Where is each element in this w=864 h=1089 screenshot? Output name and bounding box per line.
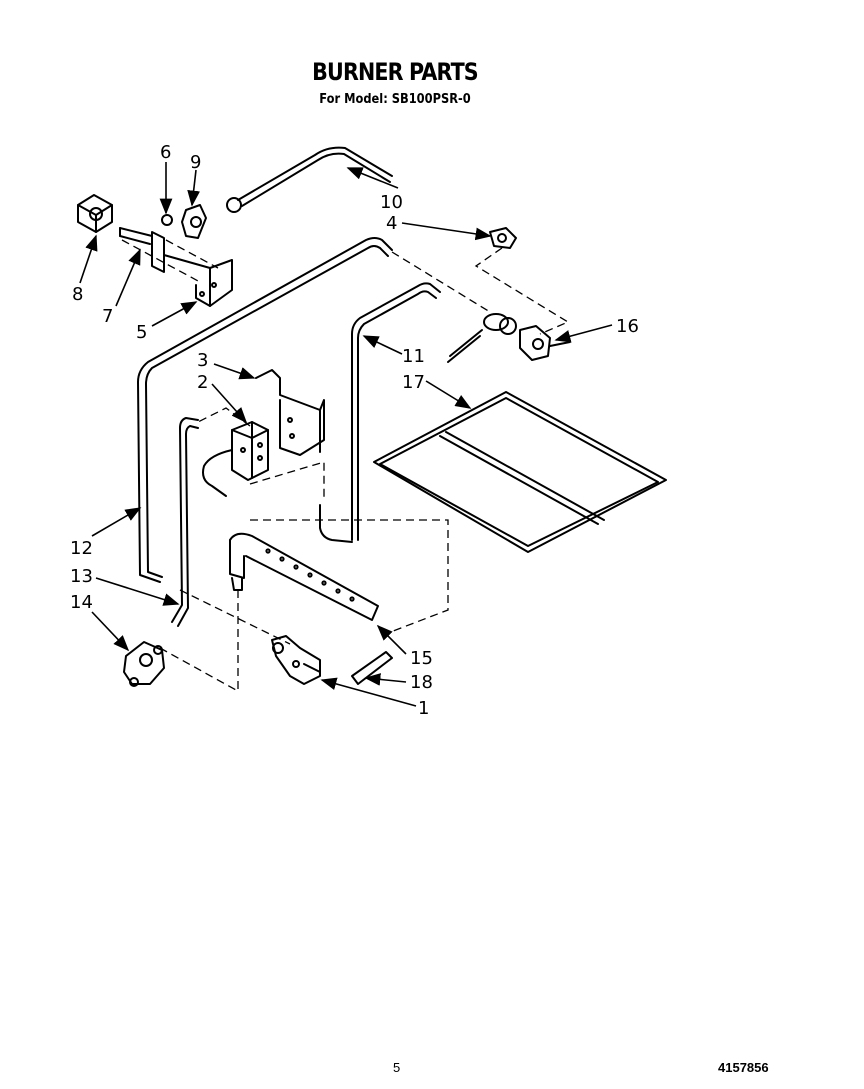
document-number: 4157856 xyxy=(718,1060,769,1075)
part-5-bracket xyxy=(151,231,233,307)
page-number: 5 xyxy=(393,1060,401,1075)
part-6-nut xyxy=(161,214,173,226)
part-9-fitting xyxy=(181,204,207,239)
model-subtitle: For Model: SB100PSR-0 xyxy=(319,92,471,107)
part-12-tube xyxy=(137,237,393,583)
part-10-tube xyxy=(226,146,393,213)
callout-8: 8 xyxy=(72,284,83,305)
assembly-lines xyxy=(121,239,570,691)
callout-10: 10 xyxy=(380,192,403,213)
part-18-plate xyxy=(351,651,393,685)
callout-4: 4 xyxy=(386,213,397,234)
part-8-knob xyxy=(77,194,113,233)
callout-12: 12 xyxy=(70,538,93,559)
callout-7: 7 xyxy=(102,306,113,327)
part-1-orifice xyxy=(271,635,321,685)
callout-11: 11 xyxy=(402,346,425,367)
part-2-igniter xyxy=(202,421,269,497)
part-14-valve xyxy=(123,641,165,687)
callout-9: 9 xyxy=(190,152,201,173)
part-16-burner-head xyxy=(447,313,571,363)
callout-13: 13 xyxy=(70,566,93,587)
part-13-tube xyxy=(171,417,199,627)
leader-arrows xyxy=(79,162,613,707)
page-title: BURNER PARTS xyxy=(312,58,479,86)
callout-18: 18 xyxy=(410,672,433,693)
part-4-clip xyxy=(489,227,517,249)
part-17-tray xyxy=(373,391,667,553)
callout-16: 16 xyxy=(616,316,639,337)
part-3-bracket xyxy=(255,369,325,456)
part-15-burner xyxy=(229,532,379,621)
callout-3: 3 xyxy=(197,350,208,371)
callout-1: 1 xyxy=(418,698,429,719)
callout-5: 5 xyxy=(136,322,147,343)
callout-15: 15 xyxy=(410,648,433,669)
callout-2: 2 xyxy=(197,372,208,393)
callout-14: 14 xyxy=(70,592,93,613)
callout-6: 6 xyxy=(160,142,171,163)
callout-17: 17 xyxy=(402,372,425,393)
part-7-shaft xyxy=(119,227,153,245)
part-11-tube xyxy=(319,282,441,543)
